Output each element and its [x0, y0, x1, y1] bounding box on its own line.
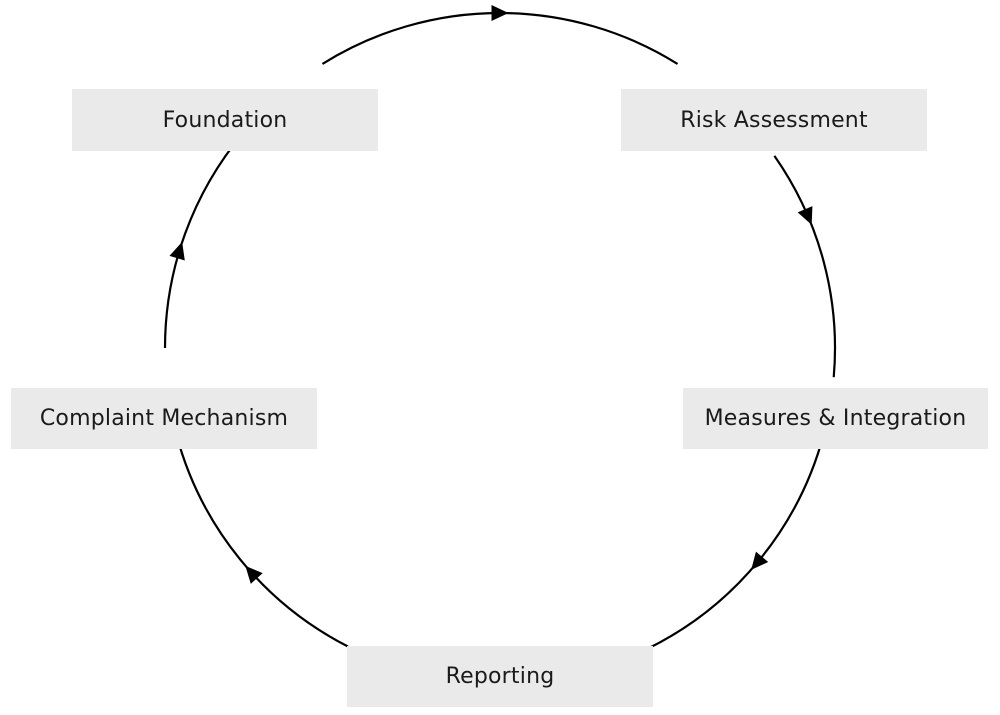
risk-assessment-box: Risk Assessment [621, 89, 927, 151]
arc-reporting-to-complaint [175, 434, 349, 648]
measures-integration-box: Measures & Integration [683, 388, 988, 449]
arrowhead-upper-right-icon [797, 206, 813, 225]
arc-risk-to-measures [773, 155, 837, 378]
complaint-mechanism-label: Complaint Mechanism [39, 406, 289, 431]
foundation-box: Foundation [72, 89, 378, 151]
arc-complaint-to-foundation [163, 131, 245, 349]
arc-foundation-to-risk [321, 11, 679, 65]
arc-measures-to-reporting [646, 434, 825, 651]
reporting-label: Reporting [445, 664, 555, 689]
arrowhead-lower-left-icon [245, 565, 263, 584]
arrowhead-top-icon [491, 5, 509, 21]
arrowhead-upper-left-icon [169, 241, 185, 261]
measures-integration-label: Measures & Integration [704, 406, 967, 431]
arrowhead-lower-right-icon [751, 551, 769, 570]
complaint-mechanism-box: Complaint Mechanism [11, 388, 317, 449]
reporting-box: Reporting [347, 646, 653, 707]
cycle-arrowheads [169, 5, 813, 584]
risk-assessment-label: Risk Assessment [680, 107, 868, 133]
foundation-label: Foundation [162, 107, 288, 133]
